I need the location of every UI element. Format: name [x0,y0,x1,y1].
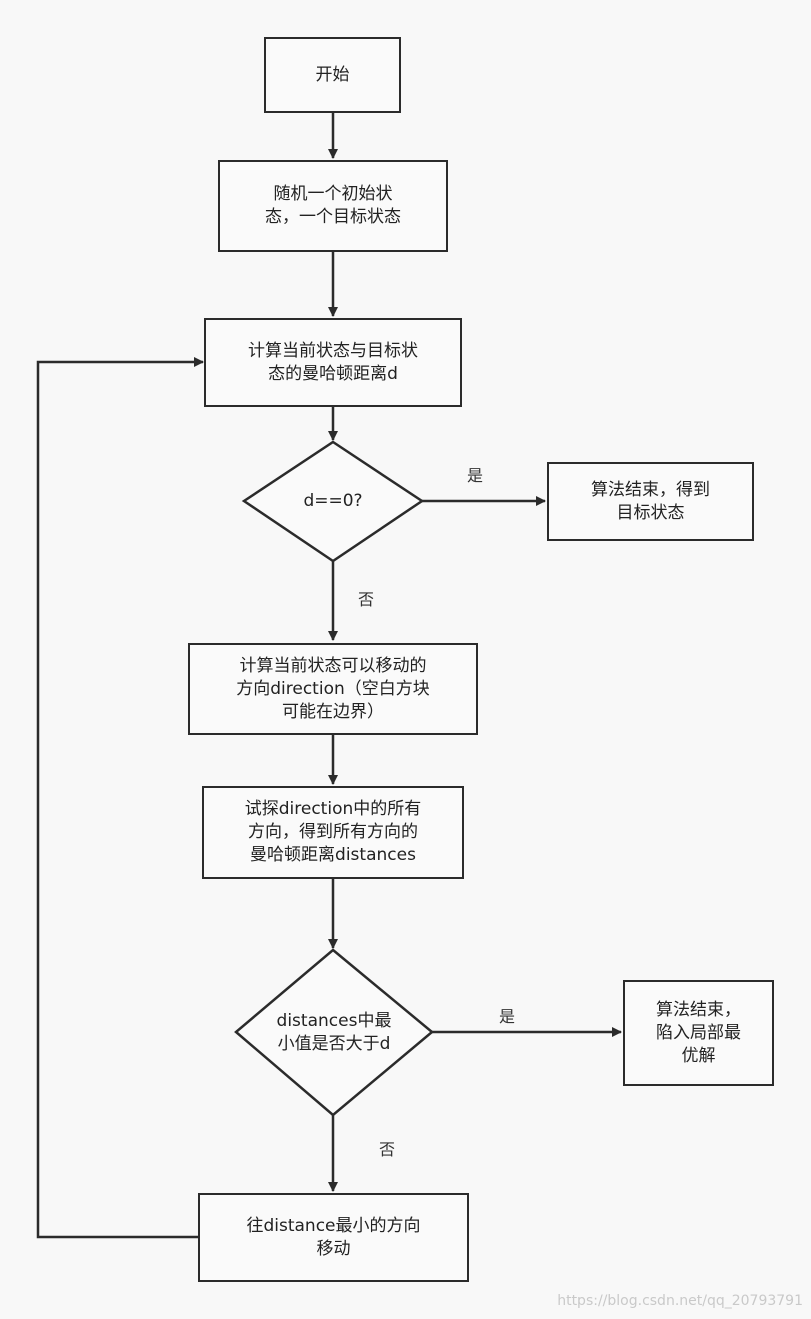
end-success-node: 算法结束，得到 目标状态 [547,462,754,541]
decision-diamond-min [234,948,434,1117]
end-local-label: 算法结束， 陷入局部最 优解 [656,999,741,1066]
arrow-loop-back [36,357,204,1239]
init-node: 随机一个初始状 态，一个目标状态 [218,160,448,252]
init-label: 随机一个初始状 态，一个目标状态 [265,184,401,227]
decision-zero-label: d==0? [303,490,363,511]
edge-label-no-2: 否 [379,1140,396,1159]
edge-label-yes-1: 是 [467,466,484,485]
calc-distance-label: 计算当前状态与目标状 态的曼哈顿距离d [248,340,418,384]
decision-diamond-zero [241,440,425,563]
calc-distance-node: 计算当前状态与目标状 态的曼哈顿距离d [204,318,462,407]
move-node: 往distance最小的方向 移动 [198,1193,469,1282]
edge-label-no-1: 否 [358,590,375,609]
calc-direction-node: 计算当前状态可以移动的 方向direction（空白方块 可能在边界） [188,643,478,735]
watermark: https://blog.csdn.net/qq_20793791 [557,1293,803,1309]
move-label: 往distance最小的方向 移动 [246,1215,421,1259]
end-success-label: 算法结束，得到 目标状态 [591,479,710,523]
probe-label: 试探direction中的所有 方向，得到所有方向的 曼哈顿距离distance… [244,799,422,865]
start-node: 开始 [264,37,401,113]
calc-direction-label: 计算当前状态可以移动的 方向direction（空白方块 可能在边界） [236,655,430,722]
decision-min-label: distances中最 小值是否大于d [276,1011,392,1054]
probe-node: 试探direction中的所有 方向，得到所有方向的 曼哈顿距离distance… [202,786,464,879]
edge-label-yes-2: 是 [499,1007,516,1026]
end-local-node: 算法结束， 陷入局部最 优解 [623,980,774,1086]
start-label: 开始 [315,64,350,85]
